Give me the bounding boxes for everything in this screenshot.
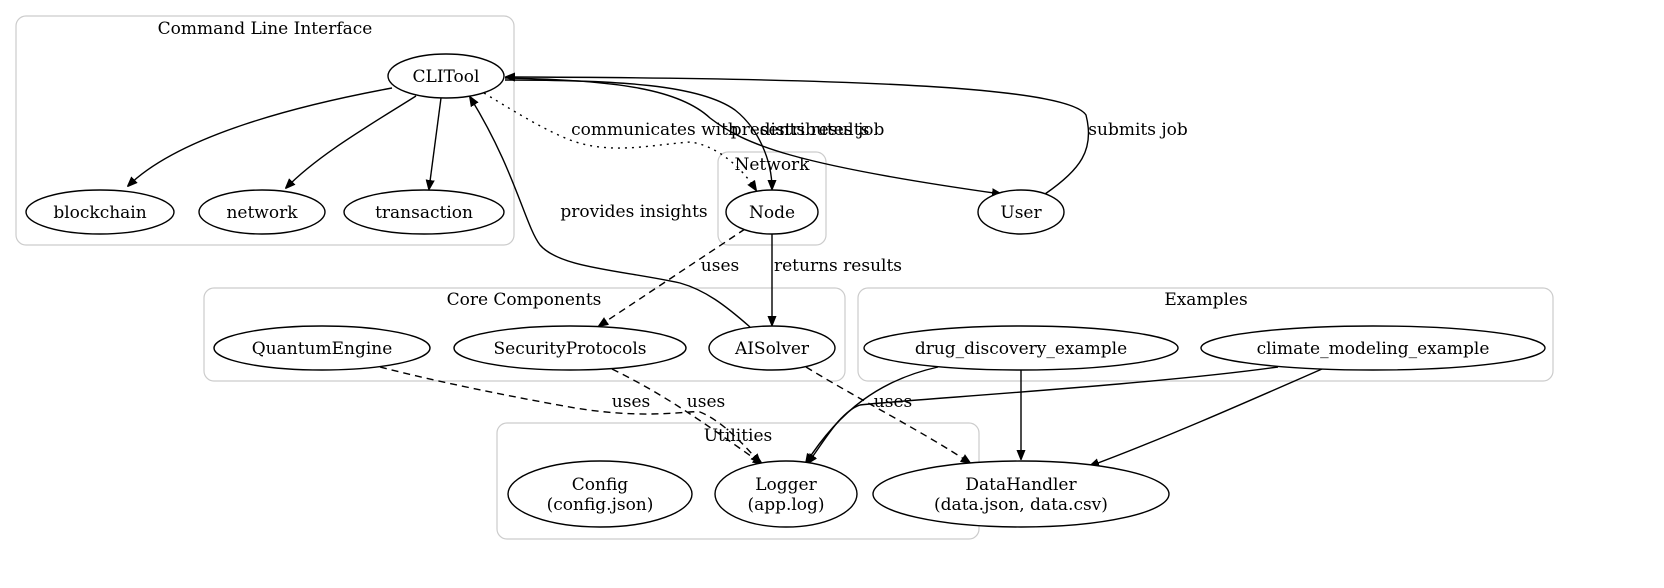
node-climate-modeling: climate_modeling_example: [1200, 325, 1546, 371]
node-data-handler: DataHandler(data.json, data.csv): [872, 460, 1170, 528]
node-logger: Logger(app.log): [714, 460, 858, 528]
edge-label: uses: [701, 256, 739, 276]
node-config: Config(config.json): [507, 460, 693, 528]
node-label: network: [226, 203, 298, 223]
node-ellipse: [708, 325, 836, 371]
edge-label: uses: [874, 392, 912, 412]
node-label: DataHandler: [965, 475, 1077, 495]
edge-label: distributes job: [760, 120, 885, 140]
cluster-examples: Examples: [857, 287, 1554, 382]
edge-cli-to-transaction: [429, 97, 442, 189]
node-ellipse: [343, 189, 505, 235]
edge-cli-to-network: [286, 95, 417, 188]
node-label: (data.json, data.csv): [934, 495, 1108, 515]
cluster-label: Examples: [1164, 290, 1247, 310]
cluster-box: [15, 15, 515, 246]
node-label: Logger: [755, 475, 817, 495]
edge-labels: communicates with distributes jobpresents…: [560, 120, 1187, 412]
cluster-box: [203, 287, 846, 382]
cluster-label: Command Line Interface: [158, 19, 373, 39]
edge-label: returns results: [774, 256, 902, 276]
edge-label: provides insights: [560, 202, 707, 222]
node-ellipse: [725, 189, 819, 235]
edge-label: uses: [612, 392, 650, 412]
edge-drug-to-logger: [806, 366, 939, 463]
node-ellipse: [977, 189, 1065, 235]
cluster-box: [857, 287, 1554, 382]
node-label: CLITool: [413, 67, 480, 87]
node-node: Node: [725, 189, 819, 235]
node-ellipse: [213, 325, 431, 371]
node-ellipse: [872, 460, 1170, 528]
edge-ai-to-cli: [470, 97, 751, 328]
node-network-cmd: network: [198, 189, 326, 235]
node-ellipse: [25, 189, 175, 235]
node-transaction: transaction: [343, 189, 505, 235]
edge-cli-to-blockchain: [128, 87, 393, 186]
node-label: User: [1000, 203, 1042, 223]
node-drug-discovery: drug_discovery_example: [863, 325, 1179, 371]
node-label: climate_modeling_example: [1257, 339, 1490, 359]
edge-climate-to-datahandler: [1090, 368, 1323, 466]
node-ellipse: [453, 325, 687, 371]
edge-quantum-to-logger: [379, 366, 760, 463]
node-security-protocols: SecurityProtocols: [453, 325, 687, 371]
node-cli-tool: CLITool: [387, 53, 505, 99]
node-user: User: [977, 189, 1065, 235]
node-ai-solver: AISolver: [708, 325, 836, 371]
node-ellipse: [387, 53, 505, 99]
node-label: (config.json): [547, 495, 654, 515]
node-label: AISolver: [734, 339, 810, 359]
node-label: SecurityProtocols: [494, 339, 647, 359]
node-label: (app.log): [747, 495, 824, 515]
node-ellipse: [714, 460, 858, 528]
edge-node-to-security: [599, 228, 746, 326]
edge-ai-to-datahandler: [805, 366, 970, 463]
node-quantum-engine: QuantumEngine: [213, 325, 431, 371]
node-label: QuantumEngine: [252, 339, 393, 359]
edge-security-to-logger: [611, 368, 762, 464]
cluster-label: Utilities: [704, 426, 773, 446]
cluster-label: Core Components: [447, 290, 602, 310]
cluster-label: Network: [735, 155, 811, 175]
edges: [128, 77, 1323, 466]
node-ellipse: [198, 189, 326, 235]
node-blockchain: blockchain: [25, 189, 175, 235]
node-label: blockchain: [53, 203, 146, 223]
node-label: Config: [572, 475, 629, 495]
edge-label: uses: [687, 392, 725, 412]
edge-label: communicates with: [571, 120, 739, 140]
edge-label: submits job: [1088, 120, 1188, 140]
cluster-cli: Command Line Interface: [15, 15, 515, 246]
edge-label: presents results: [731, 120, 870, 140]
node-ellipse: [863, 325, 1179, 371]
node-label: transaction: [375, 203, 473, 223]
node-label: Node: [749, 203, 795, 223]
edge-cli-to-node-comm: [483, 92, 756, 190]
cluster-core: Core Components: [203, 287, 846, 382]
edge-user-to-cli: [506, 77, 1090, 195]
edge-climate-to-logger: [808, 366, 1279, 463]
edge-cli-to-user: [504, 77, 1001, 194]
node-ellipse: [1200, 325, 1546, 371]
node-ellipse: [507, 460, 693, 528]
node-label: drug_discovery_example: [915, 339, 1127, 359]
